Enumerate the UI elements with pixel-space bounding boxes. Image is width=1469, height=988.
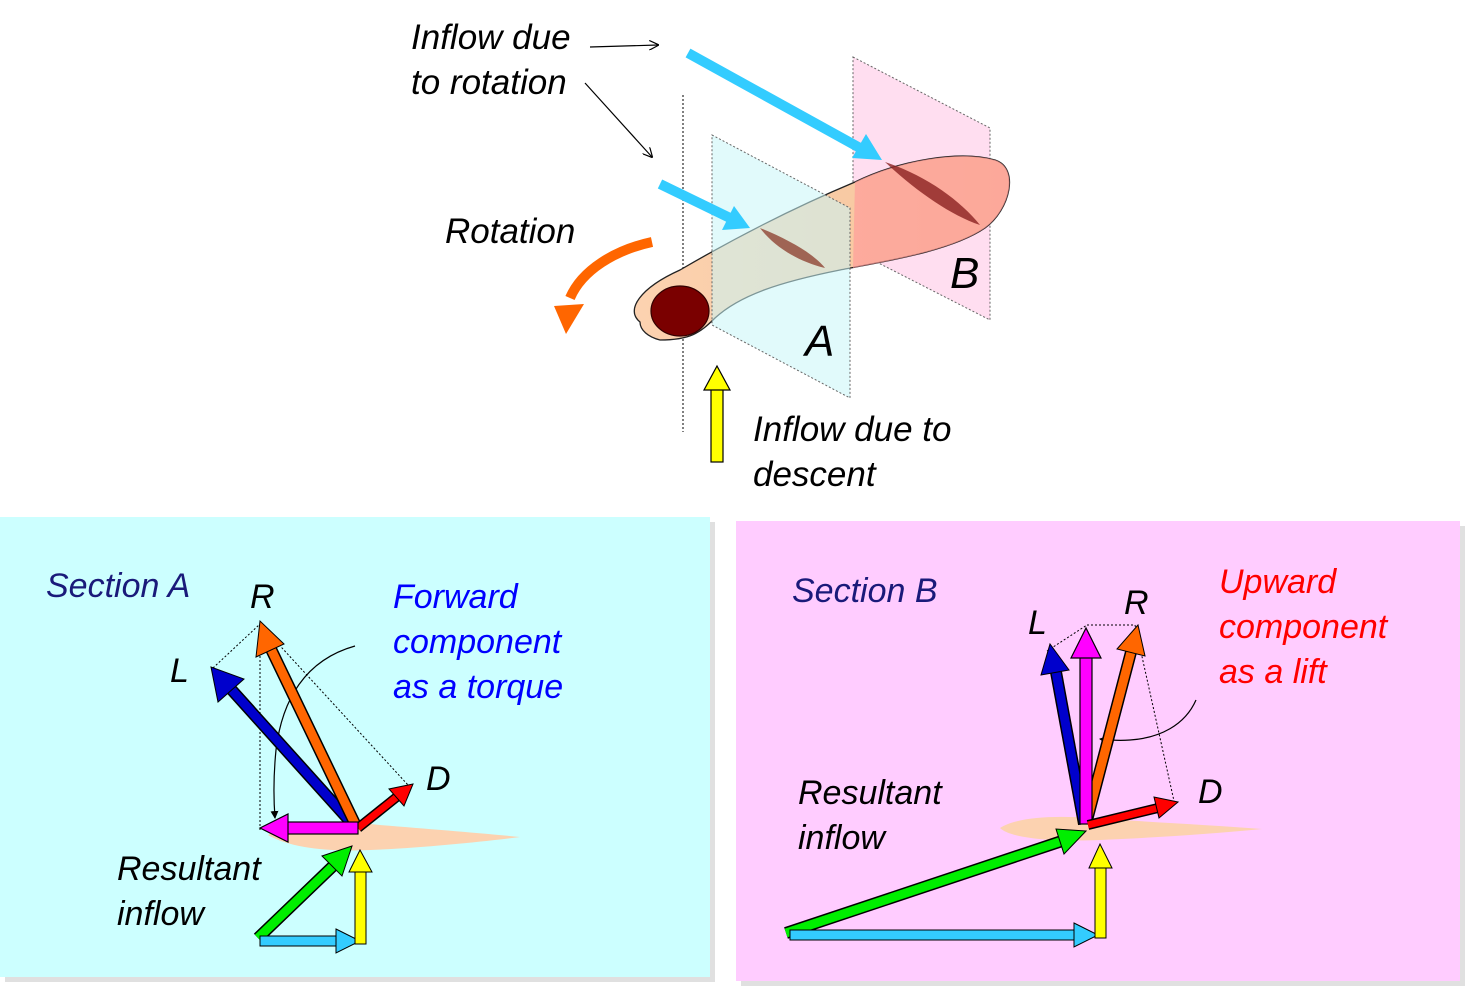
blade-section-b-tint [853,156,1010,268]
section-b-r-label: R [1124,584,1149,622]
section-a-l-label: L [170,652,189,690]
rotation-arrow-icon [554,237,654,334]
section-b-construction-lines [1046,624,1175,802]
rotation-inflow-arrow-b-vec [789,922,1100,948]
section-b-note-line3: as a lift [1219,653,1328,691]
section-a-panel: Section A R L D Forward component as a t… [0,517,710,977]
rotation-label: Rotation [445,212,575,251]
descent-inflow-arrow [702,364,732,463]
rotation-inflow-arrowhead-b [852,134,882,160]
plane-a-label: A [802,317,834,366]
descent-inflow-arrow-a-vec [348,848,373,945]
blade-tip [650,285,710,337]
rotation-inflow-arrow-a [657,179,733,223]
airfoil-slice-b [885,162,980,225]
section-b-d-label: D [1198,773,1223,811]
section-b-note-line1: Upward [1219,563,1337,601]
section-a-r-label: R [250,578,275,616]
resultant-inflow-arrow-b [784,828,1088,939]
section-b-l-label: L [1028,604,1047,642]
rotation-inflow-arrow-a-vec [259,928,362,954]
section-a-resultant-line2: inflow [117,895,206,933]
lift-arrow-a [210,666,361,833]
lift-arrow-b [1040,642,1090,826]
section-b-note-line2: component [1219,608,1389,646]
section-b-title: Section B [792,572,938,610]
inflow-rotation-label-2: to rotation [411,63,567,102]
section-a-note-line1: Forward [393,578,519,616]
section-a-resultant-line1: Resultant [117,850,262,888]
pointer-line-2 [584,82,652,157]
rotation-inflow-arrowhead-a [722,206,750,230]
inflow-rotation-label-1: Inflow due [411,18,571,57]
descent-inflow-arrow-b-vec [1088,842,1113,939]
section-b-resultant-line2: inflow [798,819,887,857]
drag-arrow-b [1086,796,1180,830]
blade-illustration: Inflow due to rotation Rotation A B Infl… [411,18,1011,494]
torque-component-arrow-a [258,813,359,843]
resultant-force-arrow-a [255,619,363,831]
section-a-d-label: D [426,760,451,798]
inflow-descent-label-2: descent [753,455,877,494]
section-a-title: Section A [46,567,190,605]
pointer-line-1 [589,45,658,47]
airfoil-slice-a [760,228,825,268]
inflow-descent-label-1: Inflow due to [753,410,951,449]
plane-a [711,134,851,399]
resultant-inflow-arrow-a [253,845,353,943]
resultant-force-arrow-b [1080,623,1146,826]
drag-arrow-a [354,783,414,832]
upward-component-arrow-b [1070,626,1102,825]
rotation-inflow-arrow-b [685,48,863,153]
section-b-resultant-line1: Resultant [798,774,943,812]
section-a-note-line2: component [393,623,563,661]
section-a-note-line3: as a torque [393,668,563,706]
plane-b-label: B [950,249,979,298]
section-b-panel: Section B R L D Upward component as a li… [736,521,1460,981]
